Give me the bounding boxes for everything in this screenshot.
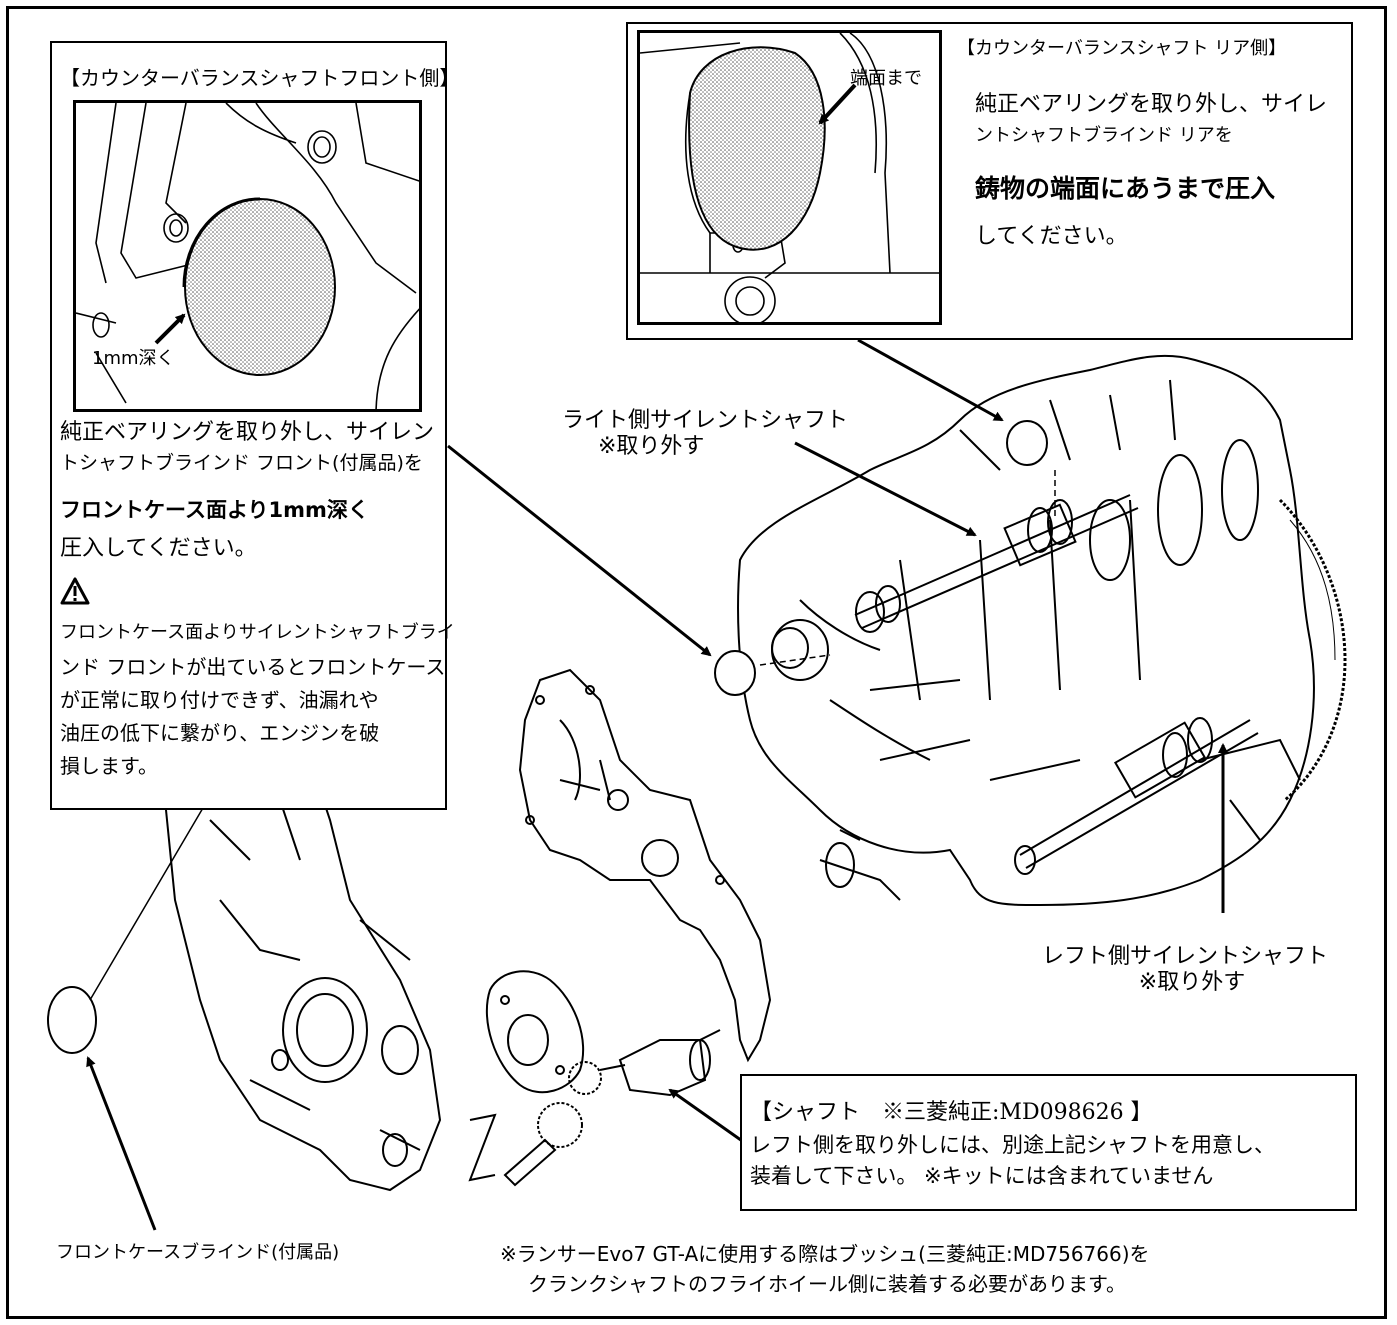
pointer-arrows	[86, 338, 1228, 1231]
engine-block	[737, 354, 1347, 907]
right-shaft-label-line2: ※取り外す	[598, 434, 705, 460]
left-shaft-label-line2: ※取り外す	[1138, 970, 1246, 996]
front-blind-cap	[714, 650, 756, 696]
shaft-callout	[740, 1074, 1357, 1211]
right-shaft-label-line1: ライト側サイレントシャフト	[562, 408, 849, 433]
rear-body-line3: してください。	[975, 224, 1128, 249]
front-warn-line1: フロントケース面よりサイレントシャフトブライ	[60, 622, 455, 643]
left-shaft-label: レフト側サイレントシャフト ※取り外す	[1042, 944, 1342, 997]
rear-inset-illustration	[637, 30, 942, 325]
shaft-box-line1: レフト側を取り外しには、別途上記シャフトを用意し、	[750, 1133, 1275, 1157]
front-warn-line3: が正常に取り付けできず、油漏れや	[60, 688, 379, 712]
front-box-title: 【カウンターバランスシャフトフロント側】	[60, 66, 460, 90]
front-inset-illustration	[73, 100, 422, 412]
rear-box-title: 【カウンターバランスシャフト リア側】	[957, 38, 1287, 59]
gasket	[518, 668, 772, 1063]
rear-blind-cap	[1006, 420, 1048, 466]
front-emphasis: フロントケース面より1mm深く	[60, 498, 369, 522]
shaft-box-line2: 装着して下さい。 ※キットには含まれていません	[750, 1164, 1214, 1188]
front-inset-label: 1mm深く	[92, 348, 175, 369]
front-body-line1: 純正ベアリングを取り外し、サイレン	[60, 420, 435, 445]
rear-body-line1: 純正ベアリングを取り外し、サイレ	[975, 92, 1328, 117]
front-warn-line4: 油圧の低下に繋がり、エンジンを破	[60, 721, 380, 745]
front-body-line2: トシャフトブラインド フロント(付属品)を	[60, 452, 423, 474]
footer-note-line2: クランクシャフトのフライホイール側に装着する必要があります。	[528, 1272, 1126, 1296]
warning-triangle-icon	[60, 577, 90, 605]
front-warn-line5: 損します。	[60, 754, 158, 778]
front-case-blind-label: フロントケースブラインド(付属品)	[56, 1242, 340, 1263]
front-warn-line2: ンド フロントが出ているとフロントケース	[60, 655, 446, 679]
shaft-box-title: 【シャフト ※三菱純正:MD098626 】	[750, 1100, 1153, 1125]
rear-inset-label: 端面まで	[850, 68, 922, 89]
left-shaft-label-line1: レフト側サイレントシャフト	[1042, 944, 1329, 969]
rear-body-line2: ントシャフトブラインド リアを	[975, 125, 1233, 146]
front-case-blind-cap	[47, 986, 97, 1054]
front-body-line3: 圧入してください。	[60, 536, 257, 561]
rear-emphasis: 鋳物の端面にあうまで圧入	[975, 174, 1276, 203]
footer-note-line1: ※ランサーEvo7 GT-Aに使用する際はブッシュ(三菱純正:MD756766)…	[500, 1242, 1150, 1266]
right-shaft-label: ライト側サイレントシャフト ※取り外す	[562, 408, 862, 461]
page-frame	[6, 6, 1387, 1319]
oil-pump-parts	[468, 970, 721, 1187]
